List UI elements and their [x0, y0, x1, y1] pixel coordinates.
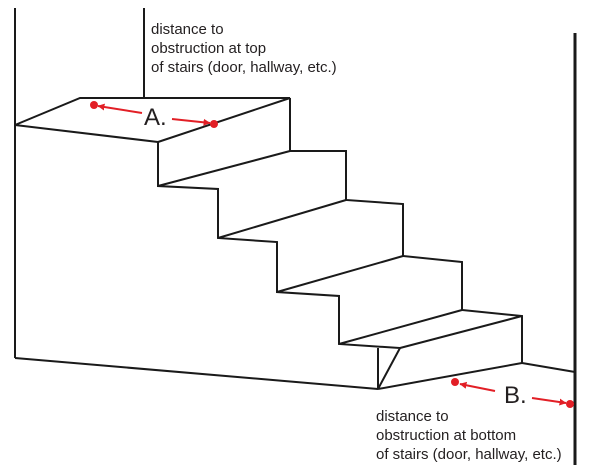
arrow-a-left [97, 103, 143, 114]
arrow-b-right [531, 397, 567, 406]
caption-top-obstruction: distance to obstruction at top of stairs… [151, 21, 337, 76]
top-landing [14, 97, 291, 143]
caption-bottom-obstruction: distance to obstruction at bottom of sta… [376, 408, 562, 463]
point-a-end [210, 120, 218, 128]
landing-front-edge [14, 124, 159, 143]
point-b-end [566, 400, 574, 408]
tread-5 [399, 315, 523, 349]
step-back-profile [289, 98, 523, 363]
step-profile [157, 142, 402, 390]
tread-4 [338, 309, 463, 345]
point-a-start [90, 101, 98, 109]
label-a: A. [144, 104, 167, 131]
floor-left [377, 362, 523, 390]
floor-right [521, 362, 576, 373]
tread-2 [217, 199, 347, 239]
tread-1 [157, 150, 291, 187]
measurement-a: A. [90, 101, 218, 131]
measurement-b: B. [451, 378, 574, 409]
stair-base-line [14, 357, 379, 390]
arrow-a-right [171, 118, 211, 126]
label-b: B. [504, 382, 527, 409]
point-b-start [451, 378, 459, 386]
tread-3 [276, 255, 404, 293]
arrow-b-left [459, 381, 496, 392]
